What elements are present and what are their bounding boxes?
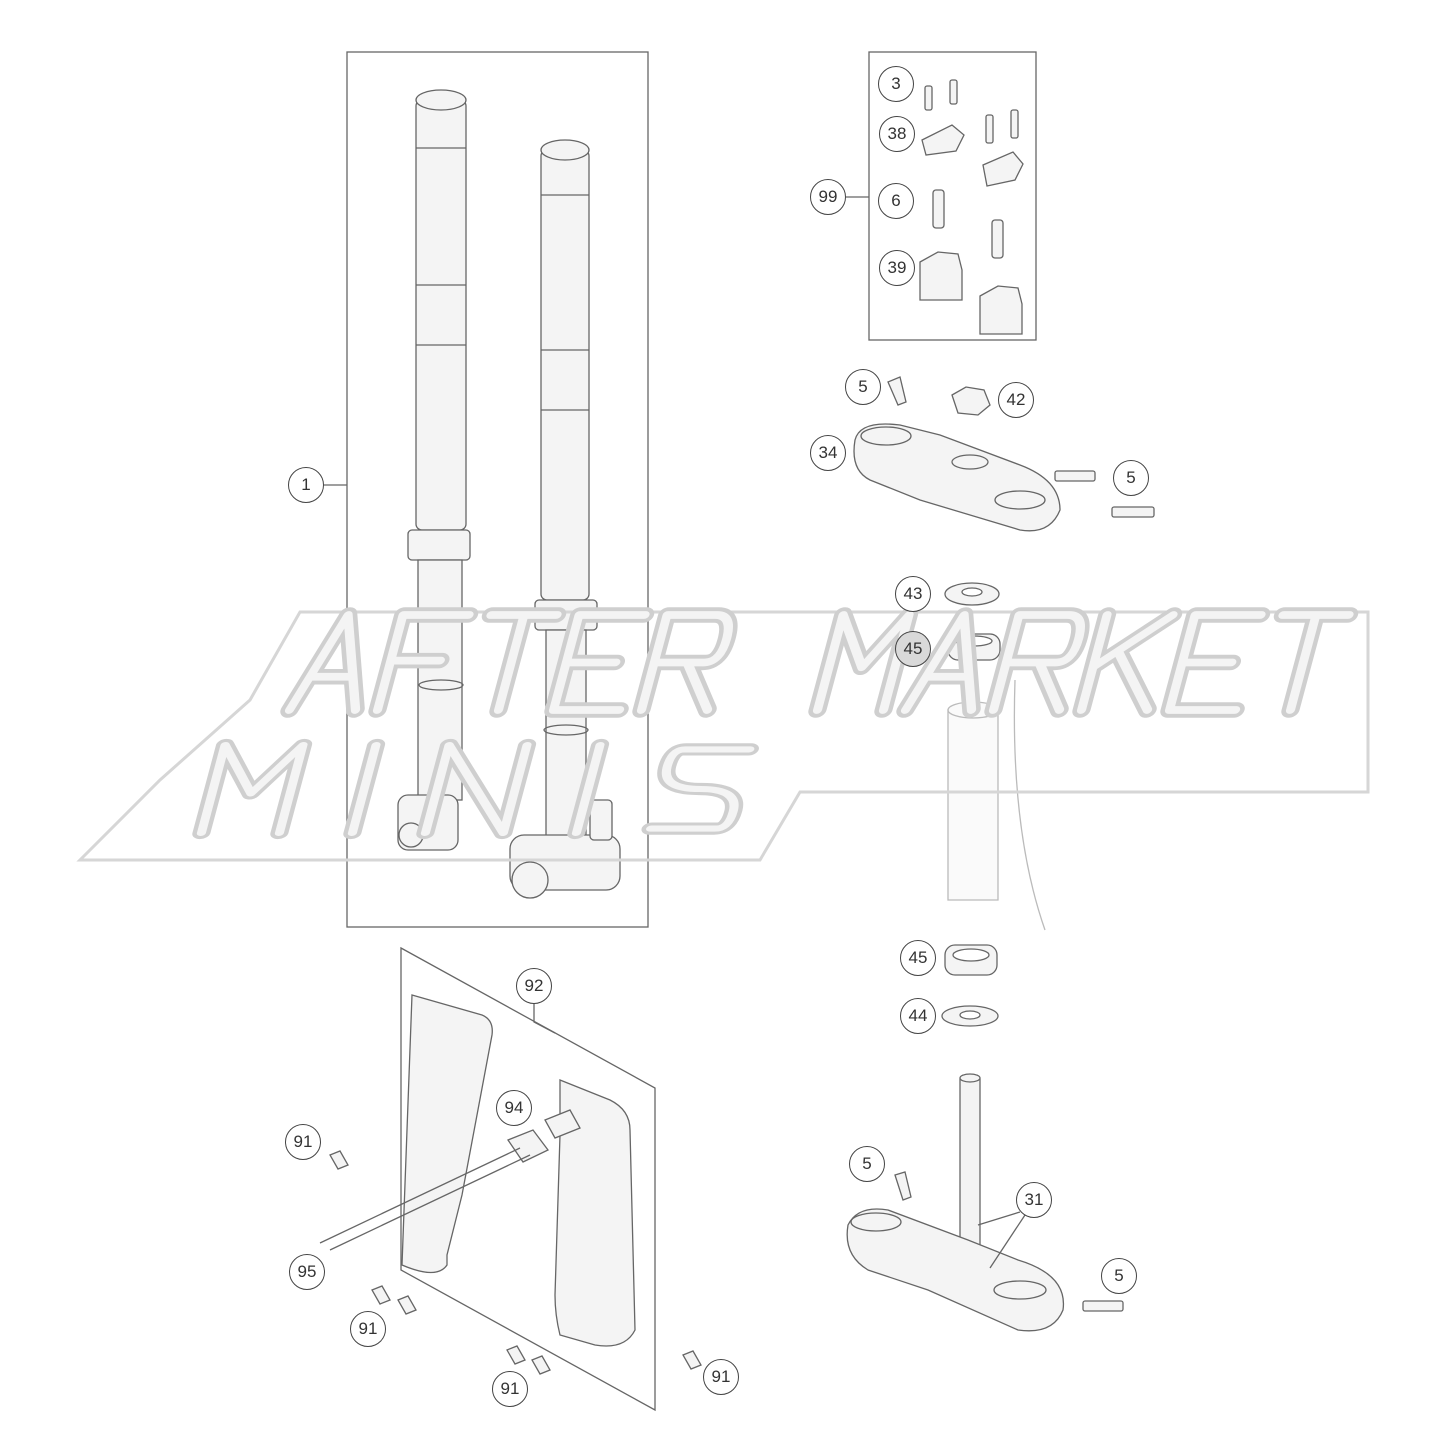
fork-guards (319, 994, 702, 1375)
fork-guard-panel (400, 946, 656, 1412)
callout-91-c[interactable]: 91 (492, 1371, 528, 1407)
watermark-lettering-1 (280, 607, 1359, 718)
watermark-glyph (1278, 611, 1354, 714)
fork-leg-right (509, 139, 621, 899)
callout-5-upper-right[interactable]: 5 (1113, 460, 1149, 496)
callout-39[interactable]: 39 (879, 250, 915, 286)
callout-5-lower-left[interactable]: 5 (849, 1146, 885, 1182)
watermark-glyph (571, 741, 605, 837)
callout-43[interactable]: 43 (895, 576, 931, 612)
fork-leg-left (397, 89, 471, 851)
kit-parts (919, 79, 1024, 335)
callout-5-lower-right[interactable]: 5 (1101, 1258, 1137, 1294)
watermark-glyph (988, 611, 1086, 714)
watermark-glyph (284, 611, 361, 714)
watermark-logo (76, 607, 1370, 862)
watermark-glyph (1076, 611, 1178, 714)
callout-3[interactable]: 3 (878, 66, 914, 102)
callout-94[interactable]: 94 (496, 1090, 532, 1126)
watermark-glyph (347, 741, 381, 837)
callout-45-upper[interactable]: 45 (895, 631, 931, 667)
callout-44[interactable]: 44 (900, 998, 936, 1034)
callout-6[interactable]: 6 (878, 183, 914, 219)
watermark-lettering-2 (192, 738, 759, 840)
callout-91-a[interactable]: 91 (285, 1124, 321, 1160)
lower-triple-clamp (846, 1073, 1124, 1332)
watermark-glyph (196, 741, 308, 837)
watermark-glyph (1164, 611, 1266, 714)
callout-95[interactable]: 95 (289, 1254, 325, 1290)
kit-box (868, 51, 1037, 341)
watermark-glyph (486, 611, 562, 714)
callout-99[interactable]: 99 (810, 179, 846, 215)
callout-34[interactable]: 34 (810, 435, 846, 471)
watermark-glyph (900, 611, 977, 714)
upper-clamp-parts (853, 376, 1155, 532)
fork-assembly-box (346, 51, 649, 928)
watermark-glyph (646, 746, 755, 832)
callout-5-upper-left[interactable]: 5 (845, 369, 881, 405)
watermark-glyph (372, 611, 474, 714)
callout-42[interactable]: 42 (998, 382, 1034, 418)
callout-45-lower[interactable]: 45 (900, 940, 936, 976)
watermark-glyph (636, 611, 734, 714)
leader-line (533, 1003, 556, 1034)
watermark-frame (76, 610, 1370, 862)
callout-91-b[interactable]: 91 (350, 1311, 386, 1347)
watermark-glyph (548, 611, 650, 714)
callout-31[interactable]: 31 (1016, 1182, 1052, 1218)
watermark-glyph (420, 741, 532, 837)
callout-92[interactable]: 92 (516, 968, 552, 1004)
callout-38[interactable]: 38 (879, 116, 915, 152)
callout-91-d[interactable]: 91 (703, 1359, 739, 1395)
callout-1-fork-assembly[interactable]: 1 (288, 467, 324, 503)
